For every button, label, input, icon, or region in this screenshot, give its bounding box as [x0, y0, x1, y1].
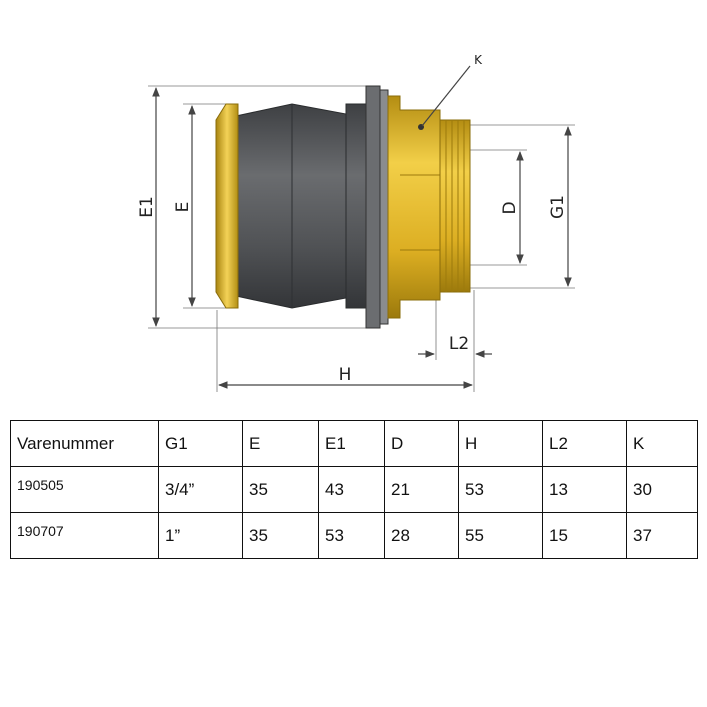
rubber-seal [235, 103, 347, 309]
header-g1: G1 [158, 420, 243, 467]
header-h: H [458, 420, 543, 467]
label-k: K [474, 53, 483, 67]
label-e1: E1 [137, 196, 157, 218]
table-row: 190707 1” 35 53 28 55 15 37 [10, 512, 698, 559]
fitting-technical-drawing: E1 E D G1 H L2 K [137, 53, 575, 392]
label-e: E [173, 202, 193, 213]
cell-d: 28 [384, 512, 459, 559]
cell-h: 53 [458, 466, 543, 513]
table-row: 190505 3/4” 35 43 21 53 13 30 [10, 466, 698, 513]
header-varenummer: Varenummer [10, 420, 159, 467]
cell-h: 55 [458, 512, 543, 559]
cell-g1: 3/4” [158, 466, 243, 513]
header-e: E [242, 420, 319, 467]
spec-table: Varenummer G1 E E1 D H L2 K 190505 3/4” … [10, 420, 698, 559]
thread-section [439, 119, 471, 293]
header-d: D [384, 420, 459, 467]
table-header-row: Varenummer G1 E E1 D H L2 K [10, 420, 698, 467]
label-l2: L2 [449, 334, 469, 354]
rubber-collar [345, 103, 367, 309]
brass-hex-nut [387, 95, 441, 319]
cell-e1: 43 [318, 466, 385, 513]
extension-lines [148, 85, 575, 392]
k-leader [421, 65, 471, 127]
cell-e: 35 [242, 466, 319, 513]
cell-varenummer: 190505 [10, 466, 159, 513]
header-e1: E1 [318, 420, 385, 467]
dimension-lines [152, 65, 572, 389]
cell-d: 21 [384, 466, 459, 513]
header-k: K [626, 420, 698, 467]
cell-l2: 15 [542, 512, 627, 559]
label-g1: G1 [548, 195, 568, 219]
cell-k: 37 [626, 512, 698, 559]
header-l2: L2 [542, 420, 627, 467]
cell-e1: 53 [318, 512, 385, 559]
cell-k: 30 [626, 466, 698, 513]
cell-varenummer: 190707 [10, 512, 159, 559]
brass-cap [215, 103, 239, 309]
cell-l2: 13 [542, 466, 627, 513]
cell-e: 35 [242, 512, 319, 559]
label-h: H [339, 365, 352, 385]
cell-g1: 1” [158, 512, 243, 559]
flange-washer [365, 85, 381, 329]
label-d: D [500, 201, 520, 214]
